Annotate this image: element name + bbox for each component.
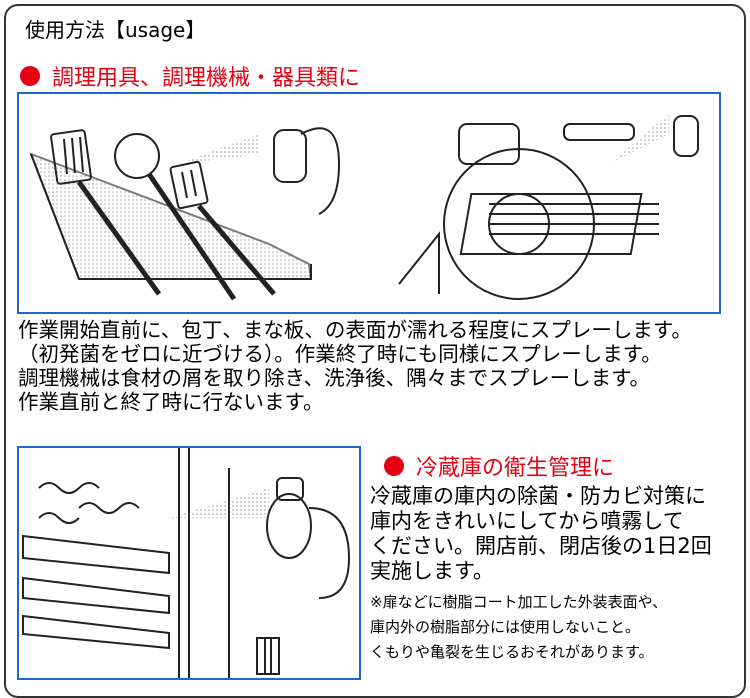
kitchen-illustration [17, 92, 721, 314]
fridge-line-1: 冷蔵庫の庫内の除菌・防カビ対策に [370, 484, 706, 508]
fridge-heading: 冷蔵庫の衛生管理に [384, 450, 614, 482]
utensils-slicer-drawing [29, 114, 699, 301]
fridge-line-4: 実施します。 [370, 559, 494, 583]
fridge-illustration [17, 446, 361, 680]
page-title: 使用方法【usage】 [25, 18, 206, 42]
fridge-notes: ※扉などに樹脂コート加工した外装表面や、 庫内外の樹脂部分には使用しないこと。 … [370, 590, 667, 665]
fridge-line-2: 庫内をきれいにしてから噴霧して [370, 509, 684, 533]
note-line-2: 庫内外の樹脂部分には使用しないこと。 [370, 618, 641, 636]
fridge-heading-text: 冷蔵庫の衛生管理に [416, 456, 615, 481]
red-bullet-icon [384, 456, 404, 476]
kitchen-line-4: 作業直前と終了時に行ないます。 [18, 390, 324, 414]
kitchen-line-3: 調理機械は食材の屑を取り除き、洗浄後、隅々までスプレーします。 [18, 366, 651, 390]
fridge-instructions: 冷蔵庫の庫内の除菌・防カビ対策に 庫内をきれいにしてから噴霧して ください。開店… [370, 484, 712, 584]
kitchen-heading: 調理用具、調理機械・器具類に [20, 60, 360, 92]
note-line-3: くもりや亀裂を生じるおそれがあります。 [370, 643, 654, 661]
fridge-line-3: ください。開店前、閉店後の1日2回 [370, 534, 712, 558]
red-bullet-icon [20, 66, 40, 86]
fridge-spray-drawing [22, 448, 351, 678]
kitchen-heading-text: 調理用具、調理機械・器具類に [52, 66, 361, 91]
kitchen-instructions: 作業開始直前に、包丁、まな板、の表面が濡れる程度にスプレーします。 （初発菌をゼ… [18, 318, 692, 414]
kitchen-line-2: （初発菌をゼロに近づける）。作業終了時にも同様にスプレーします。 [18, 342, 662, 366]
kitchen-line-1: 作業開始直前に、包丁、まな板、の表面が濡れる程度にスプレーします。 [18, 318, 692, 342]
note-line-1: ※扉などに樹脂コート加工した外装表面や、 [370, 593, 668, 611]
